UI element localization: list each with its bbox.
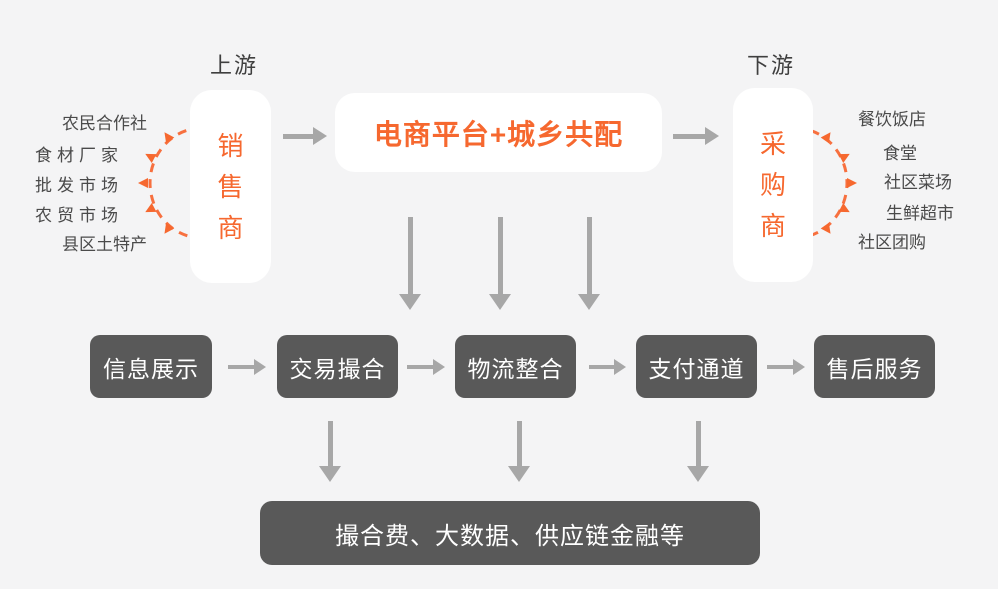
- arc-arrowhead: [838, 202, 850, 213]
- revenue-box-label: 撮合费、大数据、供应链金融等: [335, 522, 685, 550]
- upstream-label: 上游: [210, 53, 259, 78]
- arrow-shaft: [516, 421, 522, 466]
- flow-arrow-step-down: [508, 421, 530, 482]
- downstream-label: 下游: [747, 53, 796, 78]
- downstream-customer-item: 社区团购: [858, 233, 926, 252]
- flow-arrow-step: [407, 359, 445, 375]
- downstream-customer-item: 生鲜超市: [886, 204, 954, 223]
- process-step-logistics: 物流整合: [455, 335, 576, 398]
- buyer-node-char: 购: [759, 170, 786, 200]
- arrow-shaft: [283, 133, 313, 139]
- arc-arrowhead: [164, 132, 175, 144]
- downstream-customer-item: 食堂: [883, 144, 917, 163]
- flow-arrow-platform-down: [489, 217, 511, 310]
- arc-arrowhead: [138, 178, 148, 188]
- arrow-head: [687, 466, 709, 482]
- arrow-shaft: [695, 421, 701, 466]
- flow-arrow-step: [228, 359, 266, 375]
- revenue-box: 撮合费、大数据、供应链金融等: [260, 501, 760, 565]
- flow-arrow-step-down: [687, 421, 709, 482]
- flow-arrow-platform-to-buyer: [673, 127, 719, 145]
- seller-node-char: 售: [217, 171, 244, 202]
- arrow-head: [508, 466, 530, 482]
- flow-arrow-seller-to-platform: [283, 127, 327, 145]
- arrow-shaft: [228, 365, 254, 369]
- platform-node: 电商平台+城乡共配: [335, 93, 662, 172]
- upstream-source-item: 县区土特产: [62, 235, 147, 254]
- process-step-trade-matching: 交易撮合: [277, 335, 398, 398]
- seller-node-char: 商: [217, 212, 244, 243]
- arrow-head: [433, 359, 445, 375]
- arrow-head: [319, 466, 341, 482]
- upstream-source-item: 农贸市场: [35, 206, 123, 225]
- downstream-customer-item: 社区菜场: [884, 173, 952, 192]
- arrow-head: [489, 294, 511, 310]
- buyer-node-char: 商: [759, 211, 786, 241]
- arrow-shaft: [586, 217, 592, 294]
- arrow-shaft: [589, 365, 614, 369]
- upstream-source-item: 农民合作社: [62, 114, 147, 133]
- downstream-customer-item: 餐饮饭店: [858, 110, 926, 129]
- arc-arrowhead: [838, 153, 850, 164]
- upstream-source-item: 食材厂家: [35, 146, 123, 165]
- arrow-shaft: [327, 421, 333, 466]
- arc-arrowhead: [820, 132, 831, 144]
- arrow-shaft: [407, 365, 433, 369]
- flow-arrow-step: [767, 359, 805, 375]
- arrow-head: [254, 359, 266, 375]
- arrow-shaft: [407, 217, 413, 294]
- arc-arrowhead: [145, 202, 157, 213]
- arrow-shaft: [497, 217, 503, 294]
- arrow-head: [793, 359, 805, 375]
- arrow-head: [313, 127, 327, 145]
- arrow-head: [614, 359, 626, 375]
- seller-node-char: 销: [217, 130, 244, 161]
- arc-arrowhead: [145, 153, 157, 164]
- arrow-head: [578, 294, 600, 310]
- arc-arrowhead: [820, 222, 831, 234]
- process-step-aftersales: 售后服务: [814, 335, 935, 398]
- buyer-node-char: 采: [759, 129, 786, 159]
- arc-arrowhead: [164, 222, 175, 234]
- flow-arrow-step: [589, 359, 626, 375]
- arrow-shaft: [673, 133, 705, 139]
- seller-node: 销 售 商: [190, 90, 271, 283]
- flow-arrow-step-down: [319, 421, 341, 482]
- flow-arrow-platform-down: [578, 217, 600, 310]
- arrow-head: [399, 294, 421, 310]
- buyer-node: 采 购 商: [733, 88, 813, 282]
- upstream-source-item: 批发市场: [35, 176, 123, 195]
- arrow-head: [705, 127, 719, 145]
- arc-arrowhead: [847, 178, 857, 188]
- arrow-shaft: [767, 365, 793, 369]
- platform-node-label: 电商平台+城乡共配: [373, 118, 624, 150]
- process-step-info-display: 信息展示: [90, 335, 212, 398]
- process-step-payment: 支付通道: [636, 335, 757, 398]
- flow-arrow-platform-down: [399, 217, 421, 310]
